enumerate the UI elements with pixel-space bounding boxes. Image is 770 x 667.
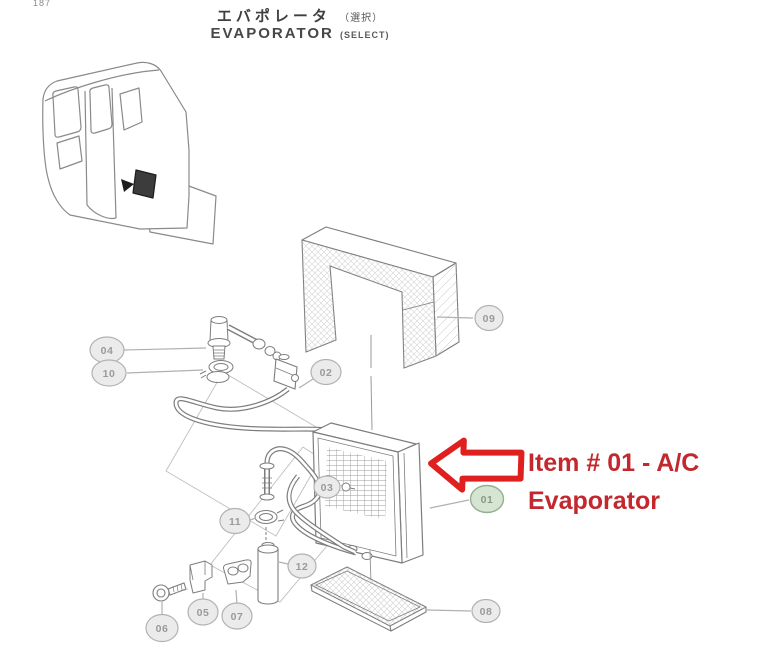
callout-06: 06 [145, 613, 179, 643]
svg-text:12: 12 [296, 561, 309, 573]
svg-text:09: 09 [483, 313, 496, 325]
callout-01-highlighted: 01 [469, 484, 505, 514]
elbow-fitting-04 [207, 316, 231, 360]
leader-lines [123, 316, 474, 616]
callout-05: 05 [187, 598, 219, 626]
callout-08: 08 [471, 598, 501, 624]
cab-door-edge-left [84, 90, 88, 206]
annotation-line2: Evaporator [528, 487, 660, 515]
cab-door-window [89, 84, 113, 134]
svg-text:08: 08 [480, 606, 493, 618]
fitting-07 [223, 559, 252, 585]
svg-text:10: 10 [103, 368, 116, 380]
expansion-valve-body [273, 358, 298, 390]
title-english-main: EVAPORATOR [210, 25, 334, 42]
callout-02: 02 [310, 358, 342, 386]
svg-text:05: 05 [197, 607, 210, 619]
title-japanese-main: エバポレータ [216, 8, 331, 25]
cab-door-bottom [86, 204, 117, 220]
svg-text:03: 03 [321, 482, 334, 494]
callout-03: 03 [313, 475, 341, 499]
svg-text:02: 02 [320, 367, 333, 379]
svg-text:04: 04 [101, 345, 114, 357]
annotation-text: Item # 01 - A/C Evaporator [528, 444, 766, 520]
callout-10: 10 [91, 359, 127, 387]
svg-text:11: 11 [229, 516, 241, 528]
evaporator-fins [325, 447, 387, 520]
cab-door-edge-right [111, 87, 117, 219]
reference-plane-upper [165, 371, 334, 537]
page-number: 187 [33, 0, 52, 8]
annotation-line1: Item # 01 - A/C [528, 449, 700, 477]
cylinder-12 [257, 541, 279, 605]
callout-12: 12 [287, 553, 317, 579]
cab-side-window [119, 87, 143, 131]
cab-drawing [42, 61, 217, 245]
cab-windshield-upper [52, 86, 82, 138]
title-english: EVAPORATOR (SELECT) [150, 25, 450, 42]
cab-windshield-lower [56, 135, 83, 170]
title-japanese: エバポレータ （選択） [160, 5, 440, 26]
clamp-10 [199, 360, 234, 383]
svg-text:07: 07 [231, 611, 244, 623]
clamp-11 [254, 509, 285, 524]
bolt-03 [341, 482, 351, 492]
callout-04: 04 [89, 336, 125, 364]
pipe-assembly-02 [173, 324, 342, 435]
bracket-05 [189, 560, 213, 594]
duct-to-evaporator-line [370, 335, 373, 431]
lower-hose-assembly [152, 446, 357, 605]
callout-07: 07 [221, 602, 253, 630]
evaporator-location-arrow [121, 179, 134, 192]
title-english-note: (SELECT) [340, 30, 390, 40]
callout-11: 11 [219, 507, 251, 535]
callouts: 09 04 10 02 03 11 [89, 304, 505, 643]
svg-text:01: 01 [481, 494, 494, 506]
svg-text:06: 06 [156, 623, 169, 635]
evaporator-part-01 [312, 422, 424, 564]
filter-part-08 [310, 566, 427, 632]
annotation-arrow [428, 437, 525, 493]
callout-09: 09 [474, 304, 504, 332]
duct-part-09 [301, 226, 460, 369]
bolt-06 [152, 582, 187, 602]
cab-roof-line [44, 69, 160, 102]
evaporator-location-box [132, 169, 157, 199]
title-japanese-note: （選択） [339, 13, 384, 24]
